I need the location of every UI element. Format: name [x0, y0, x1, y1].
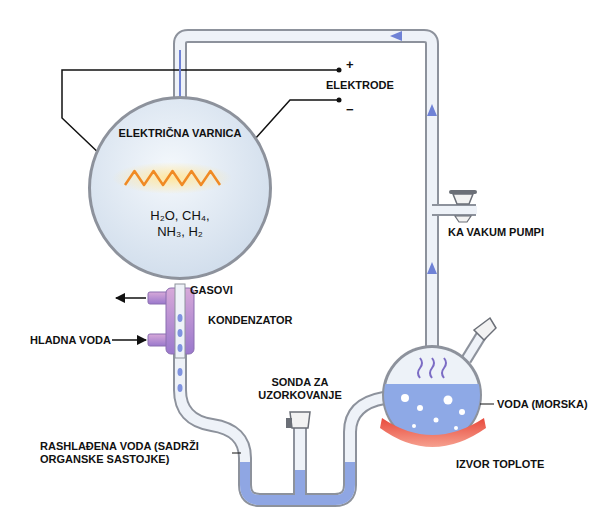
- terminal-sign: −: [346, 103, 354, 116]
- valve-handle: [449, 190, 477, 194]
- terminal: [337, 68, 342, 73]
- stopper: [474, 318, 496, 340]
- sampling-probe: [290, 412, 310, 428]
- water-in-arrow: [112, 339, 146, 341]
- vacuum-branch-outline: [432, 204, 476, 216]
- vacuum-branch-inner: [432, 206, 477, 214]
- condenser-port: [148, 334, 168, 346]
- pipe-inner: [180, 352, 384, 500]
- heat-source: [380, 418, 486, 447]
- leader-line: [232, 453, 241, 454]
- terminal-sign: +: [346, 58, 354, 71]
- flow-arrows: [390, 31, 437, 274]
- electric-spark: [125, 171, 220, 185]
- part-label: KONDENZATOR: [208, 314, 293, 327]
- part-label: RASHLAĐENA VODA (SADRŽI ORGANSKE SASTOJK…: [40, 440, 232, 466]
- reaction-sphere: ELEKTRIČNA VARNICA H₂O, CH₄, NH₃, H₂: [88, 96, 272, 280]
- flask-side-neck-inner: [466, 334, 482, 360]
- valve-base: [455, 216, 471, 222]
- part-label: VODA (MORSKA): [497, 398, 588, 411]
- spark-glow: [112, 162, 232, 194]
- flask-side-neck: [466, 334, 482, 360]
- part-label: IZVOR TOPLOTE: [456, 458, 544, 471]
- sphere-outline: [88, 96, 272, 280]
- steam: [418, 358, 446, 378]
- gas-formula: H₂O, CH₄, NH₃, H₂: [138, 208, 222, 240]
- leader-line: [480, 404, 494, 405]
- vacuum-valve: [453, 194, 473, 204]
- part-label: HLADNA VODA: [30, 334, 111, 347]
- condenser-tube: [175, 284, 185, 358]
- condenser-port: [148, 292, 168, 304]
- drops: [178, 314, 183, 392]
- part-label: SONDA ZA UZORKOVANJE: [250, 376, 350, 402]
- part-label: ELEKTRODE: [326, 79, 394, 92]
- probe-handle: [286, 418, 292, 428]
- part-label: KA VAKUM PUMPI: [448, 226, 544, 239]
- part-label: GASOVI: [190, 284, 233, 297]
- sphere: [90, 98, 271, 279]
- spark-label: ELEKTRIČNA VARNICA: [88, 126, 272, 140]
- cooled-water: [245, 462, 350, 500]
- water-out-arrow: [116, 297, 146, 299]
- pipe-outline: [180, 352, 384, 500]
- terminal: [337, 98, 342, 103]
